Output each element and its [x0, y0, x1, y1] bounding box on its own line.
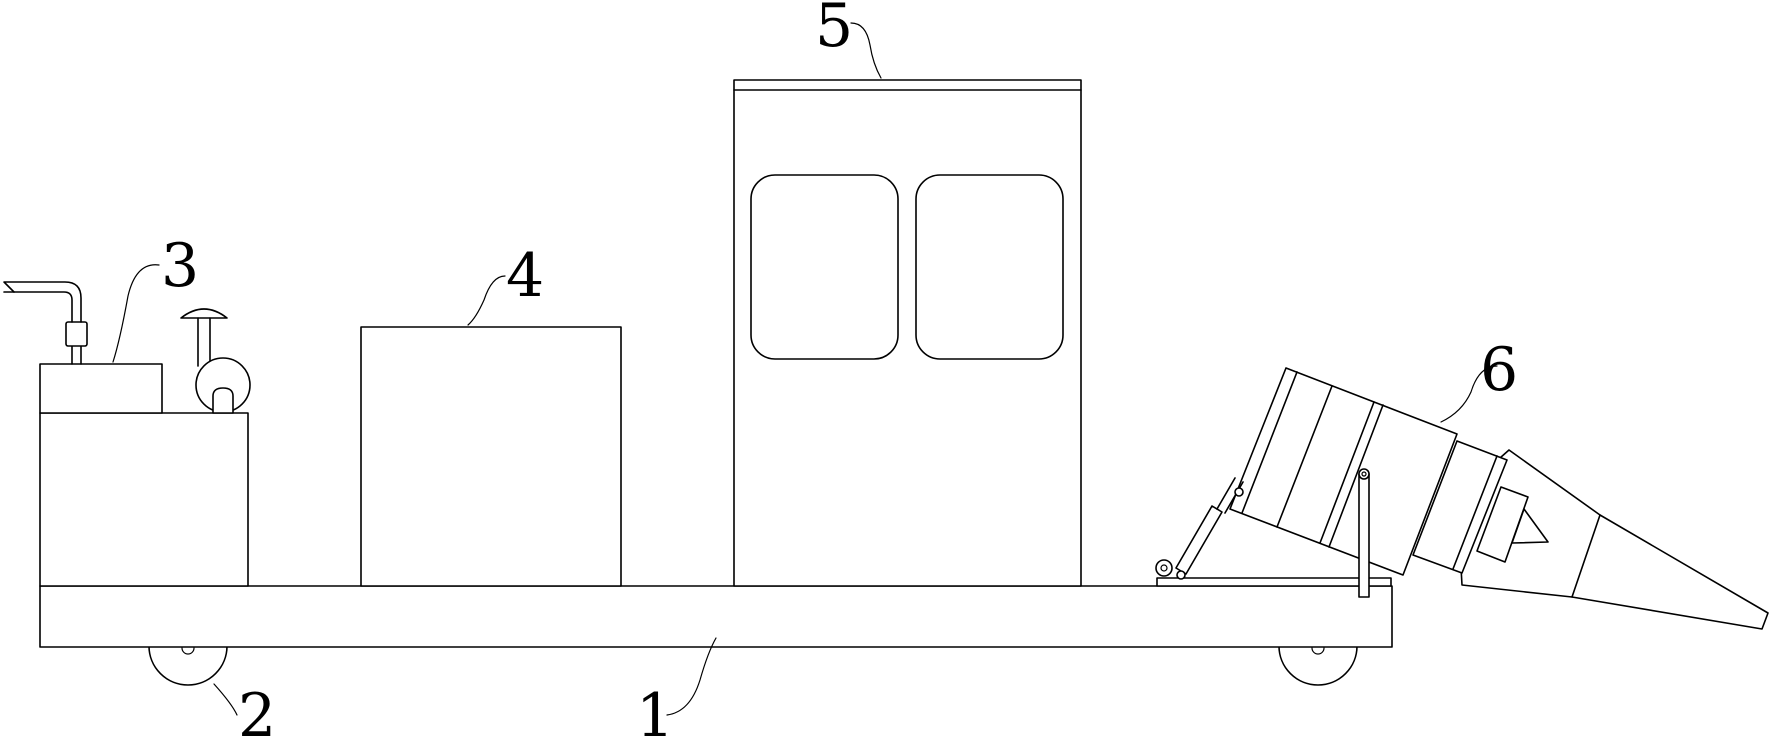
- tank-assembly: [3, 281, 251, 587]
- spray-device: [1155, 367, 1769, 630]
- label-2: 2: [238, 681, 276, 737]
- label-3: 3: [161, 231, 199, 301]
- cabinet: [733, 79, 1082, 587]
- main-frame: [39, 585, 1393, 648]
- leader-lines: [112, 22, 1498, 716]
- box-unit: [360, 326, 622, 587]
- label-4: 4: [506, 241, 544, 311]
- label-5: 5: [815, 0, 853, 61]
- label-1: 1: [636, 681, 674, 737]
- label-6: 6: [1480, 335, 1518, 405]
